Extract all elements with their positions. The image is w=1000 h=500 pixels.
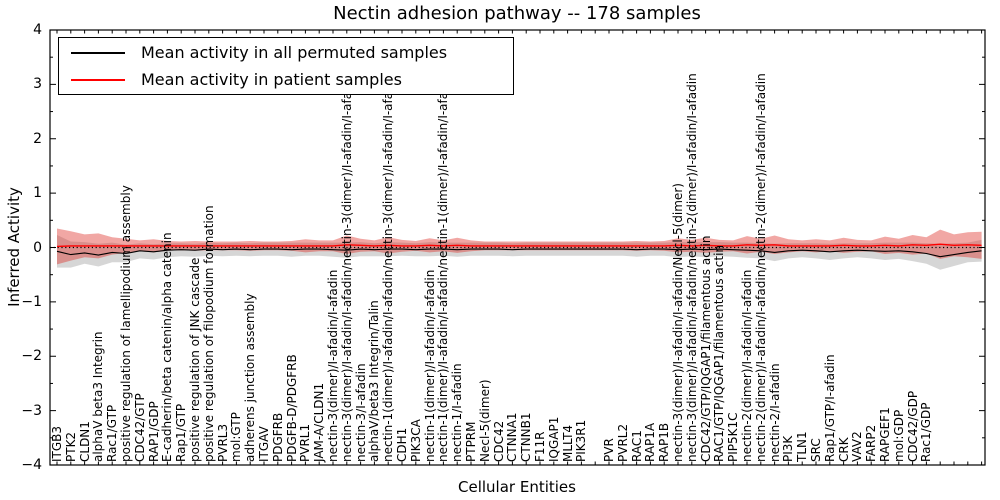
patient-line-swatch (71, 78, 125, 81)
permuted-mean-line (56, 248, 982, 258)
legend-label: Mean activity in all permuted samples (141, 43, 448, 62)
y-tick-label: 4 (33, 22, 42, 38)
y-tick-label: 3 (33, 76, 42, 93)
patient-mean-line (56, 243, 982, 248)
y-tick-label: 1 (33, 185, 42, 202)
y-tick-label: −1 (21, 293, 42, 310)
permuted-samples-band (57, 235, 982, 270)
y-tick-label: −3 (21, 402, 42, 419)
y-tick-label: −4 (21, 457, 42, 473)
legend: Mean activity in all permuted samples Me… (58, 37, 514, 95)
plot-series (50, 228, 985, 270)
chart-title: Nectin adhesion pathway -- 178 samples (333, 3, 701, 24)
y-tick-label: 2 (33, 130, 42, 147)
axes-frame (49, 29, 986, 466)
y-tick-label: −2 (21, 348, 42, 365)
legend-entry-patient: Mean activity in patient samples (59, 66, 513, 93)
x-axis-label: Cellular Entities (458, 478, 576, 496)
permuted-line-swatch (71, 51, 125, 54)
y-tick-label: 0 (33, 239, 42, 256)
legend-entry-permuted: Mean activity in all permuted samples (59, 39, 513, 66)
legend-label: Mean activity in patient samples (141, 70, 402, 89)
